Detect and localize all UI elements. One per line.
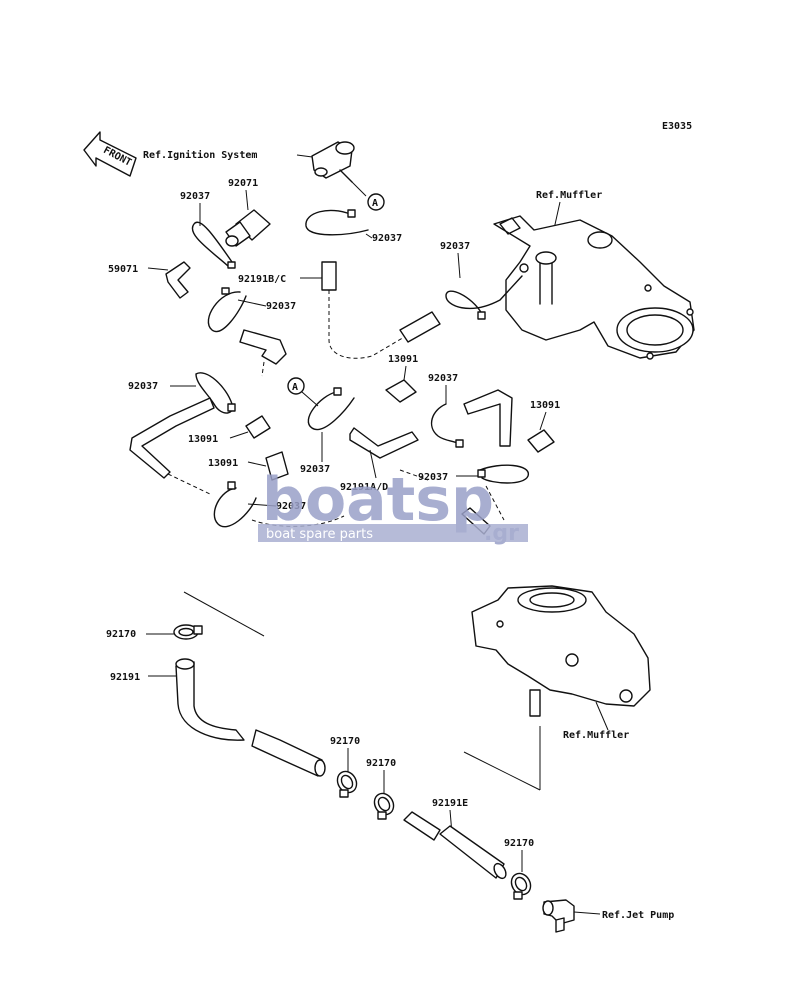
part-92170-c: 92170	[366, 758, 396, 769]
part-13091-a: 13091	[388, 354, 418, 365]
clamp-92170-b	[336, 770, 358, 798]
muffler-top	[493, 215, 695, 360]
ref-muffler-bottom: Ref.Muffler	[563, 730, 629, 741]
part-92170-b: 92170	[330, 736, 360, 747]
sensor-92071	[225, 209, 271, 247]
callout-a-top: A	[367, 193, 385, 211]
hose-right	[463, 389, 513, 447]
clamp-92037-g	[213, 487, 257, 528]
muffler-bottom	[471, 585, 651, 717]
hose-92191bc	[321, 261, 441, 359]
watermark: boat spare parts boatsp .gr	[258, 465, 528, 546]
clamp-92170-d	[510, 872, 532, 900]
part-92191: 92191	[110, 672, 140, 683]
part-59071: 59071	[108, 264, 138, 275]
part-92037-e: 92037	[128, 381, 158, 392]
part-92037-h: 92037	[428, 373, 458, 384]
jet-pump-fitting	[542, 899, 575, 933]
part-92191bc: 92191B/C	[238, 274, 286, 285]
part-92037-a: 92037	[180, 191, 210, 202]
part-13091-c: 13091	[208, 458, 238, 469]
diagram-code: E3035	[662, 121, 692, 132]
part-92037-f: 92037	[300, 464, 330, 475]
callout-a-middle: A	[287, 377, 305, 395]
part-92037-i: 92037	[418, 472, 448, 483]
hose-upper-left	[239, 329, 287, 377]
clamp-92037-i	[479, 464, 529, 484]
clamp-92037-a	[191, 221, 233, 267]
ref-jet-pump: Ref.Jet Pump	[602, 910, 674, 921]
clamp-92037-c	[207, 291, 247, 333]
clamp-92170-c	[373, 792, 395, 820]
part-92037-d: 92037	[440, 241, 470, 252]
watermark-tagline: boat spare parts	[266, 527, 373, 542]
part-92037-c: 92037	[266, 301, 296, 312]
hose-92191	[175, 658, 326, 777]
part-92037-b: 92037	[372, 233, 402, 244]
pad-13091-d	[527, 429, 555, 453]
pad-13091-c	[265, 451, 289, 481]
ignition-fitting	[311, 141, 355, 183]
svg-text:A: A	[292, 382, 298, 393]
ref-ignition-system: Ref.Ignition System	[143, 149, 257, 161]
svg-text:A: A	[372, 198, 378, 209]
clamp-92037-d	[445, 275, 523, 315]
part-92191ad: 92191A/D	[340, 482, 388, 493]
ref-muffler-top: Ref.Muffler	[536, 190, 602, 201]
part-92037-g: 92037	[276, 501, 306, 512]
clamp-92037-b	[305, 209, 369, 236]
front-arrow-icon: FRONT	[83, 131, 137, 177]
watermark-tld: .gr	[484, 521, 519, 546]
pad-13091-a	[385, 379, 417, 403]
elbow-59071	[165, 261, 191, 299]
part-92191e: 92191E	[432, 798, 468, 809]
clamp-92170-a	[173, 624, 203, 640]
clamp-92037-e	[195, 372, 234, 414]
part-92170-d: 92170	[504, 838, 534, 849]
hose-lower-left	[129, 397, 215, 495]
hose-92191e	[403, 811, 507, 880]
part-13091-d: 13091	[530, 400, 560, 411]
clamp-92037-f	[307, 391, 355, 431]
pad-13091-b	[245, 415, 271, 439]
part-92071: 92071	[228, 178, 258, 189]
part-92170-a: 92170	[106, 629, 136, 640]
part-13091-b: 13091	[188, 434, 218, 445]
watermark-brand: boatsp	[262, 465, 494, 535]
hose-92191ad	[349, 427, 429, 481]
